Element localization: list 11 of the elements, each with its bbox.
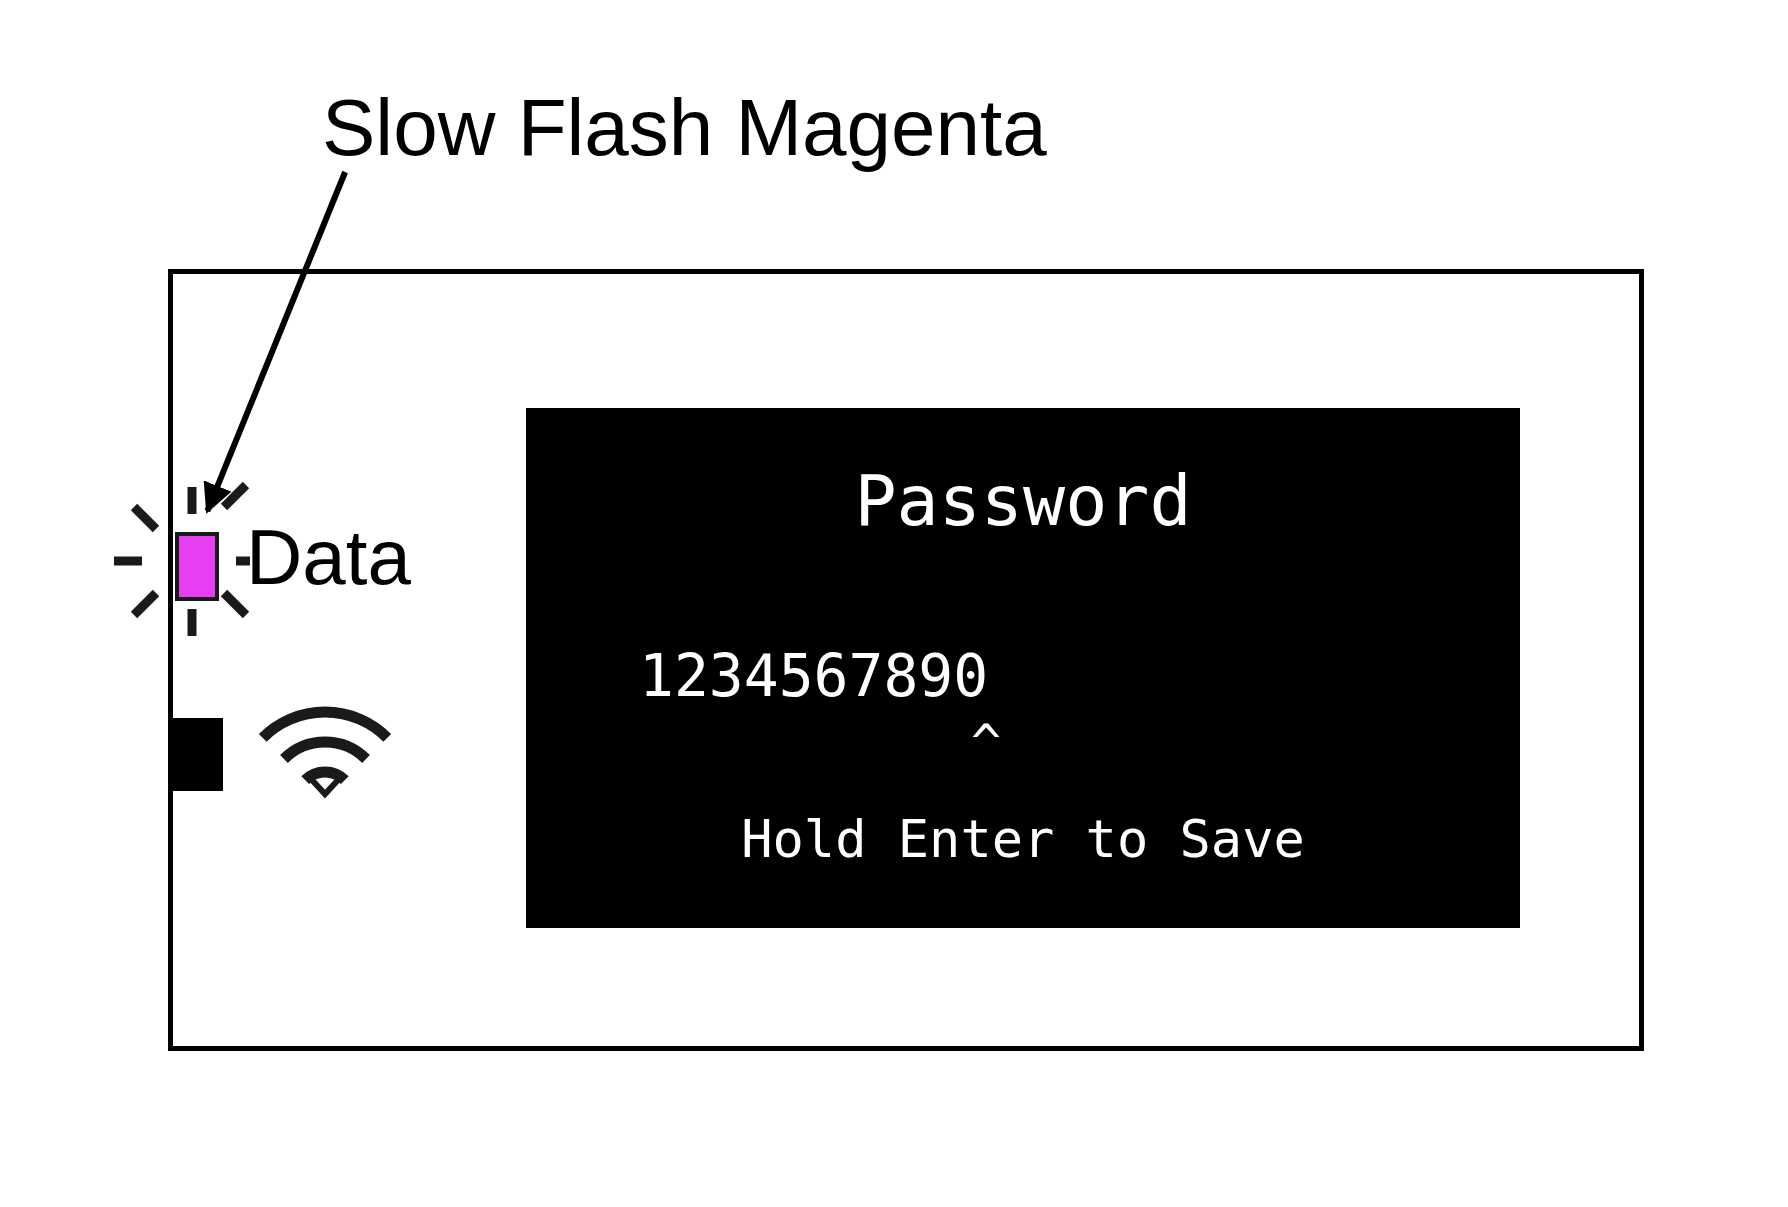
callout-text: Slow Flash Magenta [322, 86, 1092, 170]
device-outline [168, 269, 1644, 1051]
cursor-marker: ^ [971, 716, 1002, 771]
password-value: 1234567890 [639, 645, 989, 709]
led-indicator [175, 532, 219, 601]
led-label: Data [246, 515, 411, 601]
screen-hint: Hold Enter to Save [741, 811, 1305, 869]
leader-arrow [203, 170, 348, 514]
display-screen [526, 408, 1520, 928]
screen-title: Password [854, 463, 1192, 540]
indicator-block [173, 718, 223, 791]
